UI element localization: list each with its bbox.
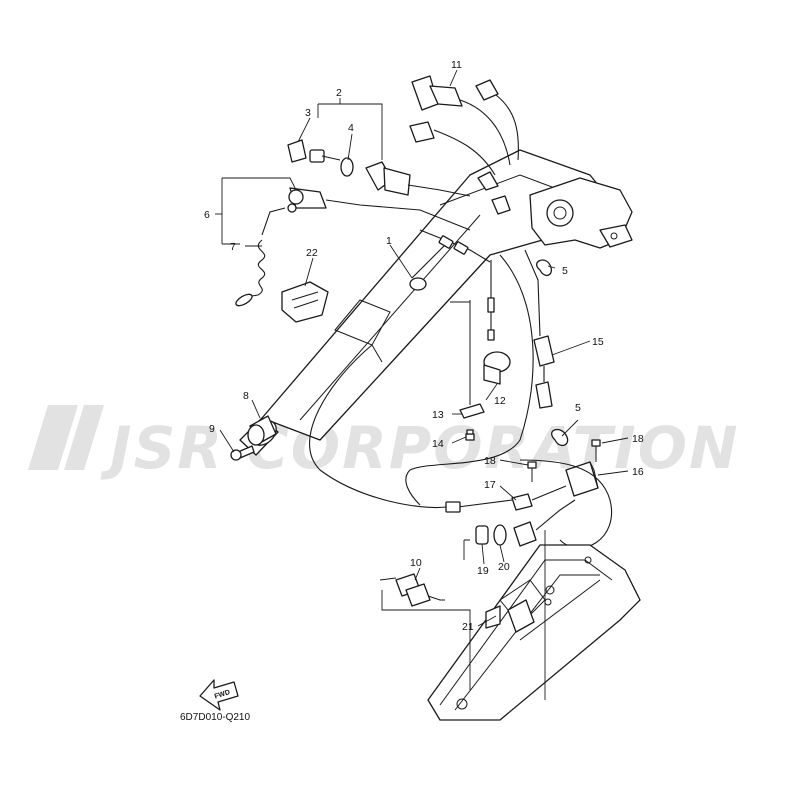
stop-switch-lanyard — [235, 187, 471, 307]
callout-4: 4 — [348, 122, 354, 134]
callout-9: 9 — [209, 423, 215, 435]
mid-connectors — [438, 235, 495, 341]
main-switch-assembly — [287, 139, 471, 197]
callout-1: 1 — [386, 235, 392, 247]
watermark-text: JSR CORPORATION — [100, 414, 740, 482]
callout-15: 15 — [592, 336, 604, 348]
callout-5b: 5 — [575, 402, 581, 414]
callout-20: 20 — [498, 561, 510, 573]
part-5-clip-upper — [536, 259, 552, 277]
part-19-grommet — [475, 525, 489, 545]
part-22-grip-pad — [281, 281, 329, 323]
connector-cluster — [513, 499, 576, 547]
callout-21: 21 — [462, 621, 474, 633]
callout-11: 11 — [451, 59, 462, 71]
part-11-harness — [409, 75, 519, 215]
part-13-bracket — [459, 300, 485, 419]
callout-17: 17 — [484, 479, 496, 491]
bottom-tray — [427, 544, 641, 721]
part-15-connector — [524, 249, 555, 409]
callout-6: 6 — [204, 209, 210, 221]
callout-13: 13 — [432, 409, 444, 421]
part-10-connector — [379, 573, 445, 607]
callout-18b: 18 — [632, 433, 644, 445]
watermark: JSR CORPORATION — [28, 405, 740, 482]
callout-8: 8 — [243, 390, 249, 402]
callout-5a: 5 — [562, 265, 568, 277]
part-9-screw — [230, 445, 255, 461]
part-17-harness — [445, 485, 567, 513]
part-20-seal — [493, 524, 507, 546]
part-18-screw-b — [591, 439, 601, 462]
part-16-box — [565, 461, 599, 497]
callouts: 11 2 3 4 6 7 1 22 5 15 8 9 12 13 14 5 18… — [204, 59, 644, 633]
callout-22: 22 — [306, 247, 318, 259]
part-21-plate — [485, 605, 501, 629]
callout-16: 16 — [632, 466, 644, 478]
part-5-clip-lower — [551, 428, 569, 447]
callout-18a: 18 — [484, 455, 496, 467]
callout-19: 19 — [477, 565, 489, 577]
diagram-code: 6D7D010-Q210 — [180, 712, 250, 723]
callout-10: 10 — [410, 557, 422, 569]
callout-14: 14 — [432, 438, 444, 450]
callout-7: 7 — [230, 241, 236, 253]
fwd-label: FWD — [214, 689, 231, 701]
callout-3: 3 — [305, 107, 311, 119]
leader-lines — [215, 69, 629, 700]
part-14-bolt — [465, 429, 475, 441]
callout-12: 12 — [494, 395, 506, 407]
part-12-relay — [483, 351, 511, 385]
part-1-clip — [409, 229, 491, 291]
part-8-grip-cap — [247, 415, 277, 446]
fwd-arrow-icon: FWD — [199, 679, 239, 711]
callout-2: 2 — [336, 87, 342, 99]
